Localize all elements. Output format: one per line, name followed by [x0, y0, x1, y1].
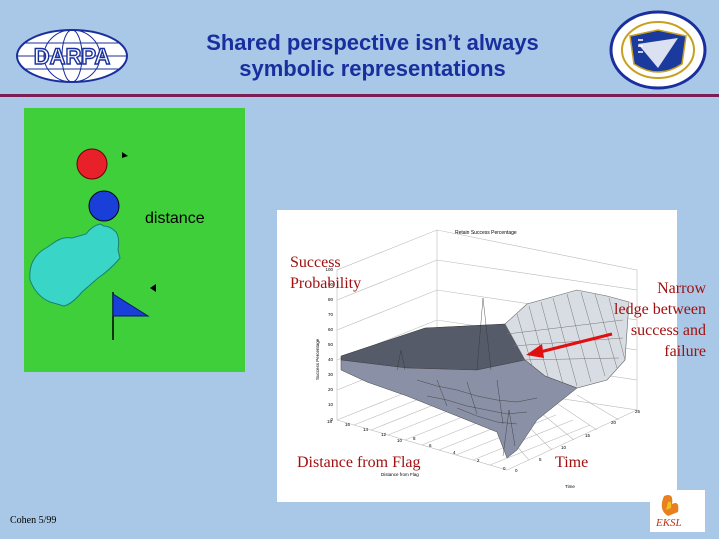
x-tick: 4 — [453, 450, 456, 455]
distance-label: distance — [145, 210, 205, 227]
z-tick: 0 — [330, 417, 333, 422]
y-tick: 5 — [539, 457, 542, 462]
surface-plot-panel: Retain Success Percentage — [277, 210, 677, 502]
distance-from-flag-label: Distance from Flag — [297, 454, 421, 471]
scene-panel — [24, 108, 245, 372]
scene-drawing — [29, 148, 156, 340]
z-tick: 100 — [325, 267, 333, 272]
blue-agent-circle — [88, 190, 120, 222]
y-tick: 25 — [635, 409, 641, 414]
eksl-logo: EKSL — [650, 490, 705, 532]
x-tick: 2 — [477, 458, 480, 463]
y-axis-label: Time — [565, 484, 575, 489]
title-line-2: symbolic representations — [239, 56, 506, 81]
title-line-1: Shared perspective isn’t always — [206, 30, 539, 55]
slide-title: Shared perspective isn’t always symbolic… — [150, 30, 595, 82]
x-tick: 14 — [363, 427, 369, 432]
narrow-ledge-label: Narrow ledge between success and failure — [614, 280, 706, 360]
darpa-logo: DARPA — [16, 29, 128, 83]
flag-icon — [112, 293, 150, 317]
y-tick: 10 — [561, 445, 567, 450]
footer-credit: Cohen 5/99 — [10, 515, 57, 526]
z-tick: 80 — [328, 297, 334, 302]
x-tick: 6 — [429, 443, 432, 448]
z-tick: 10 — [328, 402, 334, 407]
annotation-arrow — [539, 332, 613, 354]
x-tick: 18 — [327, 419, 333, 424]
z-tick: 20 — [328, 387, 334, 392]
y-tick: 0 — [515, 468, 518, 473]
x-axis-label: Distance from Flag — [381, 472, 419, 477]
darpa-logo-text: DARPA — [34, 44, 111, 69]
x-tick: 0 — [503, 466, 506, 471]
eksl-logo-text: EKSL — [655, 517, 682, 529]
z-tick: 40 — [328, 357, 334, 362]
air-force-research-logo — [609, 10, 707, 90]
z-tick: 30 — [328, 372, 334, 377]
x-tick: 16 — [345, 422, 351, 427]
z-tick: 90 — [328, 282, 334, 287]
x-tick: 12 — [381, 432, 387, 437]
arrow-marker-icon — [150, 284, 156, 292]
arrow-marker-icon — [122, 152, 128, 158]
z-tick: 50 — [328, 342, 334, 347]
surface-plot: Retain Success Percentage — [315, 229, 641, 489]
time-label: Time — [555, 454, 589, 471]
z-tick: 70 — [328, 312, 334, 317]
z-axis-label: Success Percentage — [315, 338, 320, 380]
y-tick: 20 — [611, 420, 617, 425]
x-tick: 8 — [413, 436, 416, 441]
arrow-head-icon — [526, 344, 544, 358]
success-probability-label: Success Probability — [290, 254, 362, 292]
y-tick: 15 — [585, 433, 591, 438]
z-tick: 60 — [328, 327, 334, 332]
red-agent-circle — [76, 148, 108, 180]
cyan-region-blob — [29, 223, 121, 307]
title-divider — [0, 94, 719, 97]
plot-title: Retain Success Percentage — [455, 230, 517, 236]
x-tick: 10 — [397, 438, 403, 443]
